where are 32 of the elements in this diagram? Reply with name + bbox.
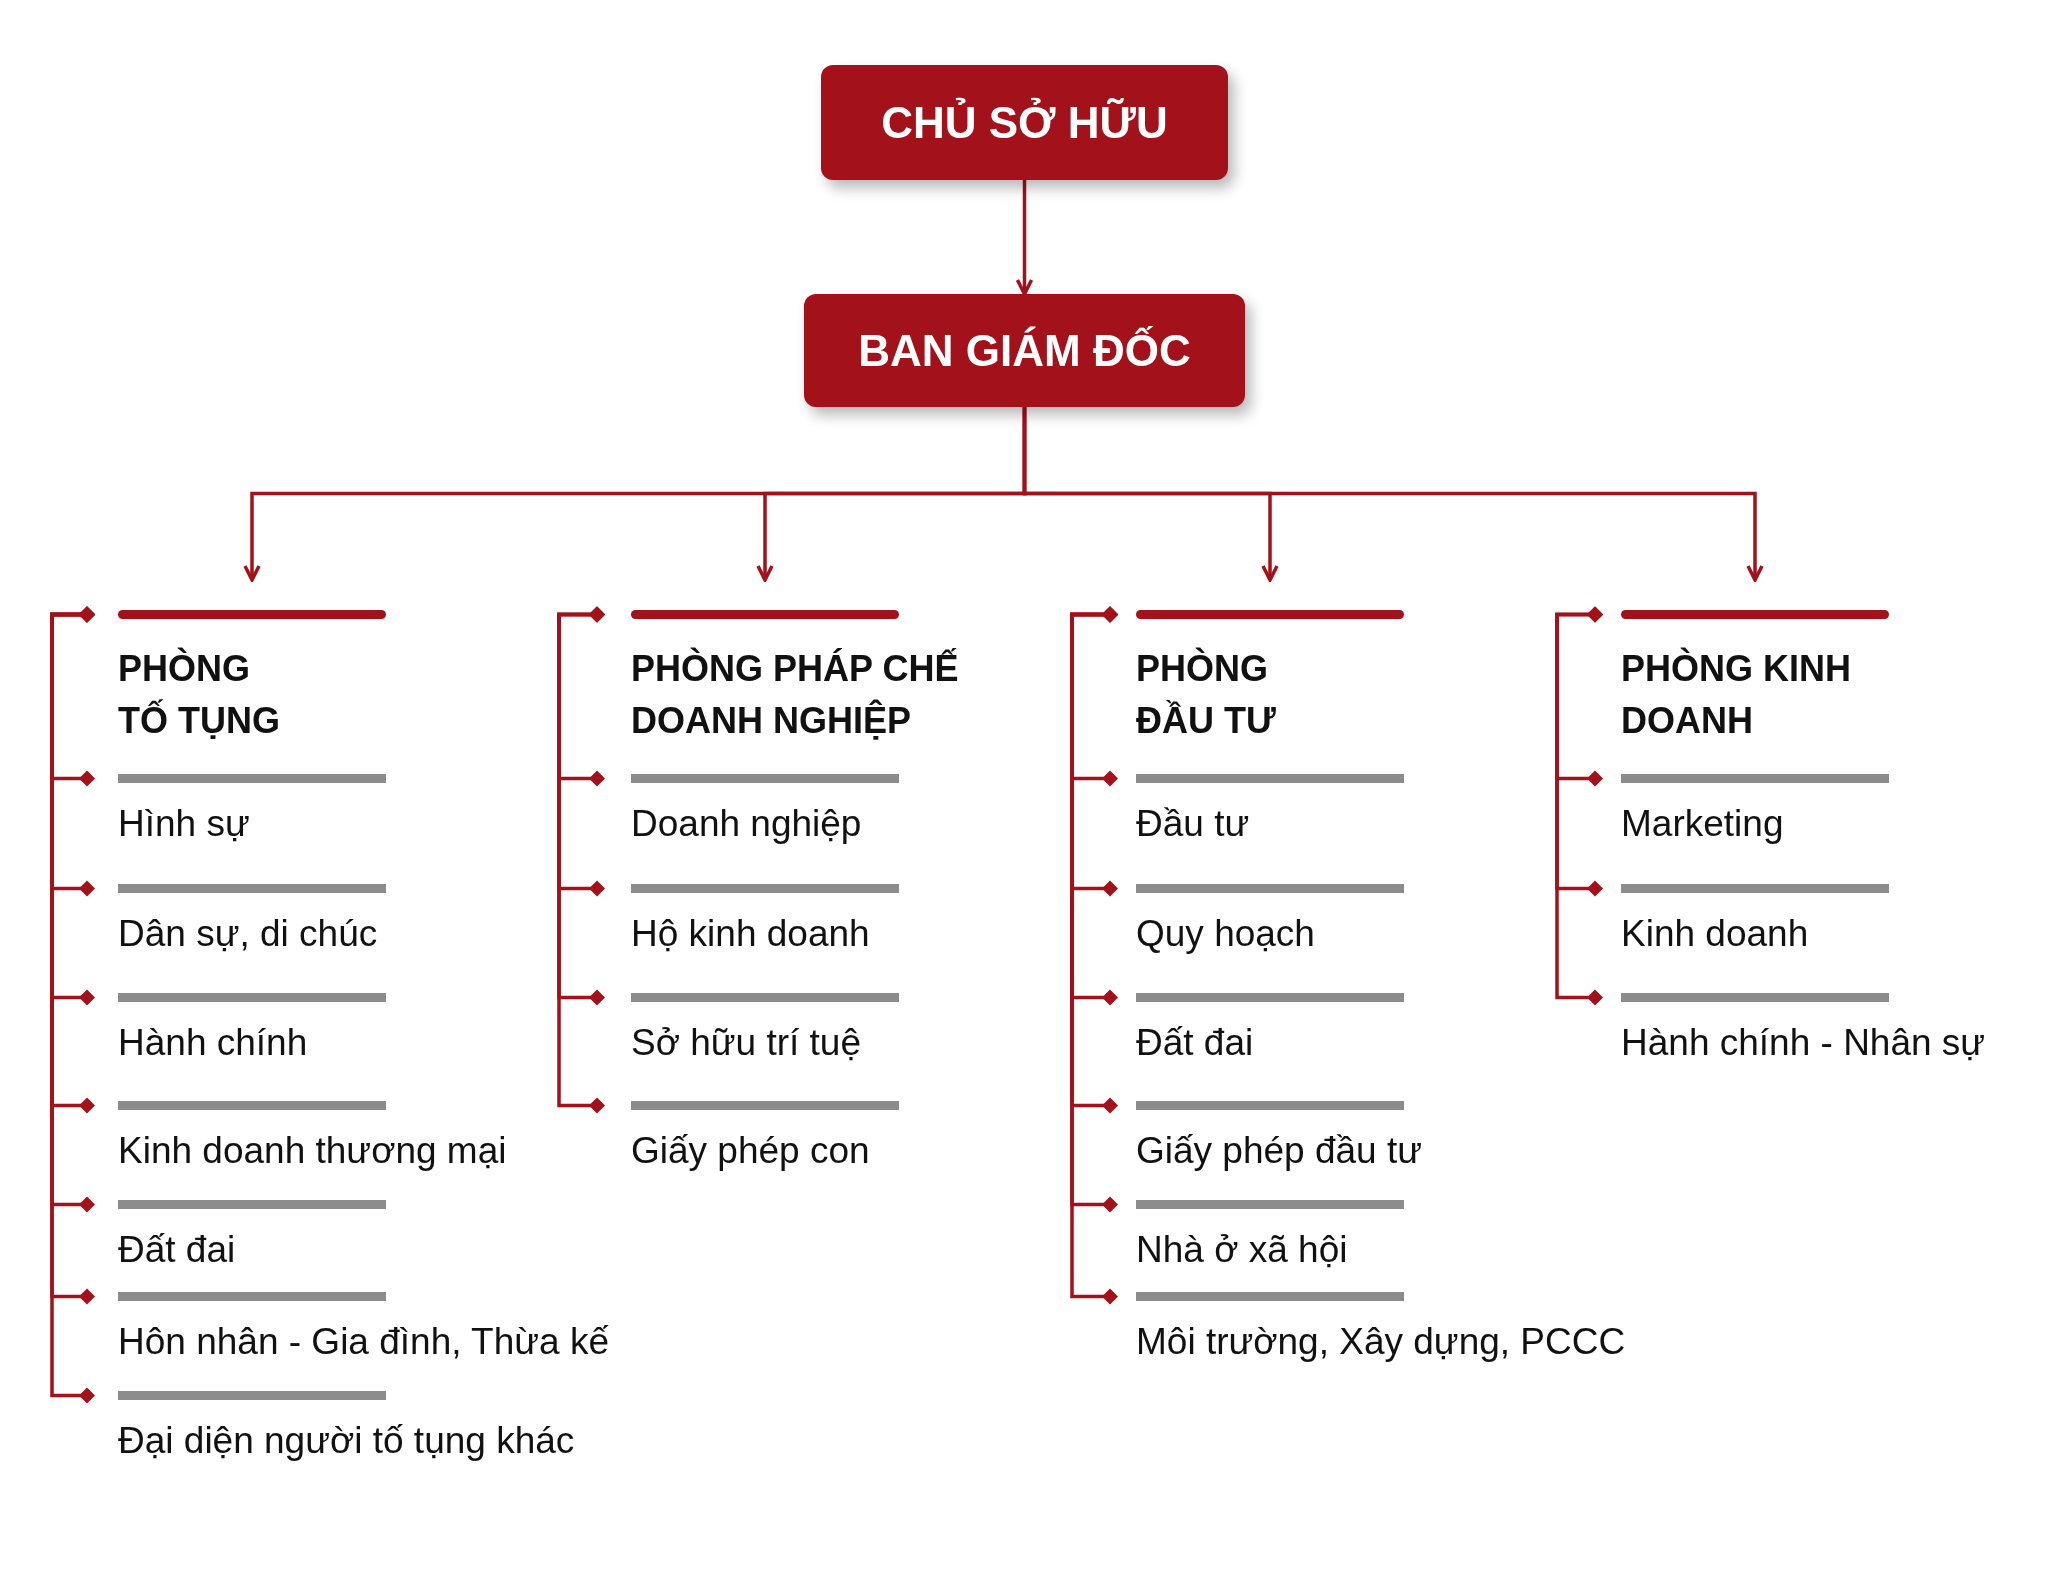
heading-text: PHÒNG KINH DOANH [1621, 646, 1852, 743]
item-text: Doanh nghiệp [631, 803, 862, 845]
item-text: Quy hoạch [1136, 913, 1315, 955]
item-text: Nhà ở xã hội [1136, 1229, 1348, 1271]
item-text: Kinh doanh [1621, 913, 1809, 955]
bracket-connector [557, 606, 605, 1114]
arrow [1015, 180, 1034, 296]
item-text: Hôn nhân - Gia đình, Thừa kế [118, 1321, 609, 1363]
heading-text: PHÒNG PHÁP CHẾ DOANH NGHIỆP [631, 646, 960, 743]
item-text: Hành chính [118, 1022, 308, 1064]
bracket-connector [1555, 606, 1603, 1006]
heading-text: PHÒNG ĐẦU TƯ [1136, 646, 1277, 743]
role-box [821, 65, 1228, 180]
item-text: Dân sự, di chúc [118, 913, 378, 955]
role-box [804, 294, 1245, 407]
item-text: Giấy phép đầu tư [1136, 1130, 1422, 1172]
item-text: Hộ kinh doanh [631, 913, 870, 955]
box-label: CHỦ SỞ HỮU [881, 97, 1168, 148]
box-label: BAN GIÁM ĐỐC [858, 325, 1191, 376]
item-text: Đại diện người tố tụng khác [118, 1420, 575, 1462]
item-text: Giấy phép con [631, 1130, 870, 1172]
item-text: Đất đai [118, 1229, 236, 1271]
item-text: Kinh doanh thương mại [118, 1130, 507, 1172]
item-text: Đất đai [1136, 1022, 1254, 1064]
item-text: Sở hữu trí tuệ [631, 1022, 862, 1064]
item-text: Hình sự [118, 803, 250, 845]
item-text: Môi trường, Xây dựng, PCCC [1136, 1321, 1626, 1363]
heading-text: PHÒNG TỐ TỤNG [118, 646, 281, 743]
item-text: Đầu tư [1136, 803, 1250, 845]
item-text: Marketing [1621, 803, 1784, 845]
arrow [1022, 407, 1764, 582]
item-text: Hành chính - Nhân sự [1621, 1022, 1986, 1064]
